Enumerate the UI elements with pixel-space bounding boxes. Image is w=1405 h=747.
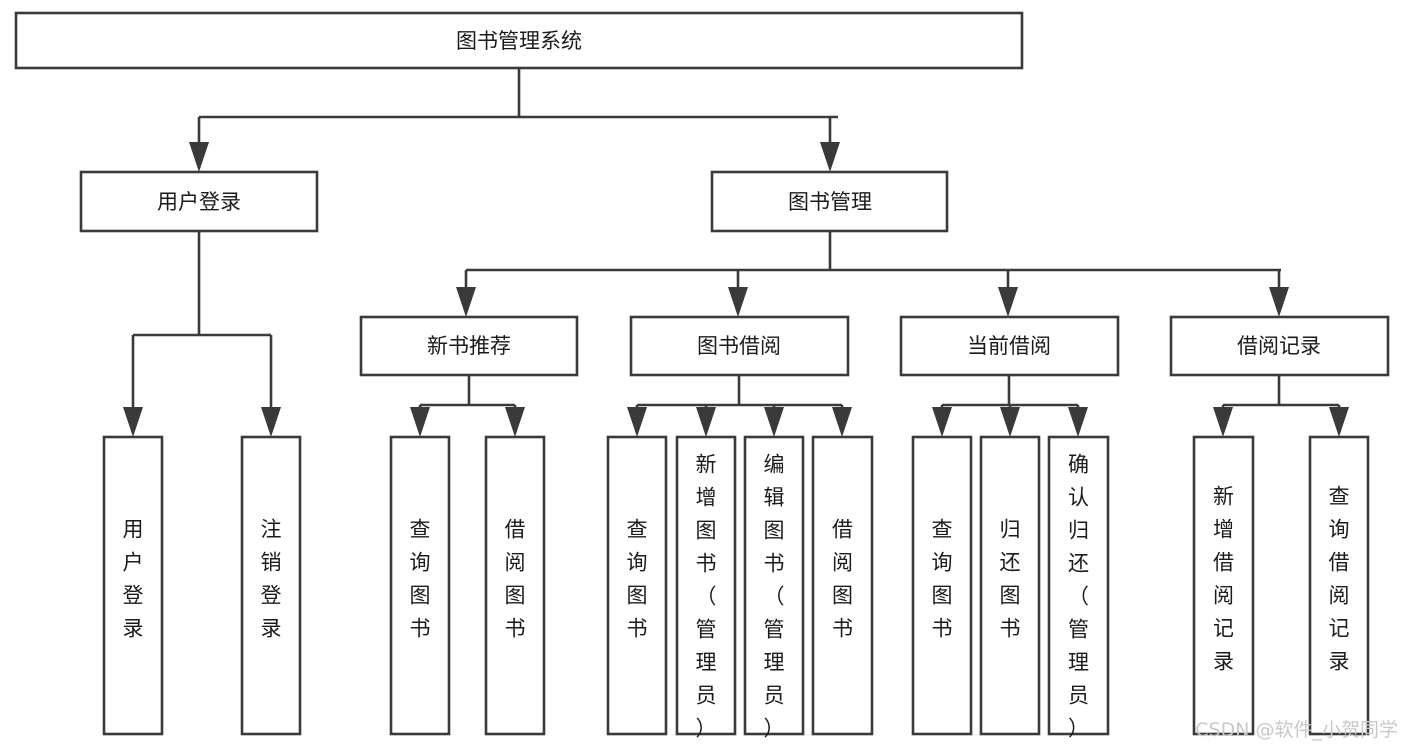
leaf-node[interactable]: 查询图书 xyxy=(606,435,668,736)
leaf-node-label: 借阅图书 xyxy=(832,518,853,641)
leaf-node-box[interactable] xyxy=(675,435,737,736)
connector-layer xyxy=(123,68,1349,437)
arrow-to-borrow-record xyxy=(1269,287,1289,317)
node-new-book-recommend-label: 新书推荐 xyxy=(427,334,511,358)
node-user-login[interactable]: 用户登录 xyxy=(79,170,319,233)
leaf-node-box[interactable] xyxy=(743,435,805,736)
leaf-node-label: 查询图书 xyxy=(410,518,431,641)
node-book-manage-box[interactable] xyxy=(710,170,949,233)
leaf-node-box[interactable] xyxy=(1192,435,1255,736)
leaf-node-label: 归还图书 xyxy=(1000,518,1021,641)
arrow-to-book-manage xyxy=(820,142,840,172)
leaf-node[interactable]: 编辑图书（管理员） xyxy=(743,435,805,740)
arrow-to-user-login xyxy=(189,142,209,172)
leaf-node-label: 确认归还（管理员） xyxy=(1068,452,1089,740)
arrow-to-leaf-add-record xyxy=(1213,407,1233,437)
arrow-to-new-book-rec xyxy=(456,287,476,317)
leaf-node-label: 新增图书（管理员） xyxy=(696,452,717,740)
arrow-to-leaf-query-book-2 xyxy=(627,407,647,437)
leaf-node[interactable]: 归还图书 xyxy=(979,435,1041,736)
node-root-label: 图书管理系统 xyxy=(456,29,582,53)
node-borrow-record[interactable]: 借阅记录 xyxy=(1169,315,1390,377)
arrow-to-leaf-logout xyxy=(261,407,281,437)
leaf-node[interactable]: 新增图书（管理员） xyxy=(675,435,737,740)
leaf-node-box[interactable] xyxy=(979,435,1041,736)
arrow-to-leaf-borrow-book-2 xyxy=(832,407,852,437)
node-user-login-box[interactable] xyxy=(79,170,319,233)
leaf-node-box[interactable] xyxy=(389,435,451,736)
leaf-node-box[interactable] xyxy=(911,435,973,736)
leaf-node[interactable]: 确认归还（管理员） xyxy=(1047,435,1110,740)
leaf-node-label: 查询图书 xyxy=(627,518,648,641)
node-book-borrow[interactable]: 图书借阅 xyxy=(629,315,850,377)
leaf-node[interactable]: 借阅图书 xyxy=(811,435,874,736)
node-user-login-label: 用户登录 xyxy=(157,190,241,214)
node-current-borrow[interactable]: 当前借阅 xyxy=(899,315,1120,377)
node-new-book-recommend-box[interactable] xyxy=(359,315,579,377)
node-book-manage[interactable]: 图书管理 xyxy=(710,170,949,233)
leaf-node-label: 注销登录 xyxy=(261,518,282,641)
node-borrow-record-label: 借阅记录 xyxy=(1237,334,1321,358)
leaf-node-box[interactable] xyxy=(102,435,164,736)
arrow-to-leaf-query-book-1 xyxy=(410,407,430,437)
node-root[interactable]: 图书管理系统 xyxy=(14,11,1024,70)
leaf-node-label: 编辑图书（管理员） xyxy=(764,452,785,740)
csdn-watermark: CSDN @软件_小贺同学 xyxy=(1195,719,1398,741)
leaf-node-label: 查询借阅记录 xyxy=(1329,485,1350,674)
node-current-borrow-box[interactable] xyxy=(899,315,1120,377)
leaf-node[interactable]: 查询图书 xyxy=(389,435,451,736)
leaf-node-box[interactable] xyxy=(484,435,546,736)
leaf-node[interactable]: 新增借阅记录 xyxy=(1192,435,1255,736)
arrow-to-current-borrow xyxy=(998,287,1018,317)
arrow-to-leaf-query-book-3 xyxy=(932,407,952,437)
leaf-node[interactable]: 查询借阅记录 xyxy=(1308,435,1370,736)
leaf-node-label: 借阅图书 xyxy=(505,518,526,641)
leaf-node[interactable]: 借阅图书 xyxy=(484,435,546,736)
node-book-borrow-box[interactable] xyxy=(629,315,850,377)
arrow-to-leaf-query-record xyxy=(1329,407,1349,437)
leaf-node-label: 查询图书 xyxy=(932,518,953,641)
arrow-to-leaf-user-login xyxy=(123,407,143,437)
leaf-node-box[interactable] xyxy=(811,435,874,736)
arrow-to-leaf-confirm-return xyxy=(1068,407,1088,437)
leaf-node-box[interactable] xyxy=(240,435,302,736)
leaf-node[interactable]: 注销登录 xyxy=(240,435,302,736)
leaf-node-label: 用户登录 xyxy=(123,518,144,641)
leaf-node-box[interactable] xyxy=(606,435,668,736)
node-book-borrow-label: 图书借阅 xyxy=(697,334,781,358)
leaf-node-box[interactable] xyxy=(1047,435,1110,736)
leaf-node[interactable]: 用户登录 xyxy=(102,435,164,736)
leaf-node[interactable]: 查询图书 xyxy=(911,435,973,736)
arrow-to-book-borrow xyxy=(728,287,748,317)
leaf-node-label: 新增借阅记录 xyxy=(1213,485,1234,674)
node-current-borrow-label: 当前借阅 xyxy=(967,334,1051,358)
node-new-book-recommend[interactable]: 新书推荐 xyxy=(359,315,579,377)
leaf-node-box[interactable] xyxy=(1308,435,1370,736)
node-root-box[interactable] xyxy=(14,11,1024,70)
node-book-manage-label: 图书管理 xyxy=(788,190,872,214)
arrow-to-leaf-return-book xyxy=(1000,407,1020,437)
leaf-node-layer: 用户登录 注销登录 查询图书 借阅图书 查询图书 新增图书（管理员） 编辑图书（管理员） 借阅… xyxy=(102,435,1370,740)
node-borrow-record-box[interactable] xyxy=(1169,315,1390,377)
arrow-to-leaf-add-book xyxy=(696,407,716,437)
arrow-to-leaf-borrow-book-1 xyxy=(505,407,525,437)
arrow-to-leaf-edit-book xyxy=(764,407,784,437)
